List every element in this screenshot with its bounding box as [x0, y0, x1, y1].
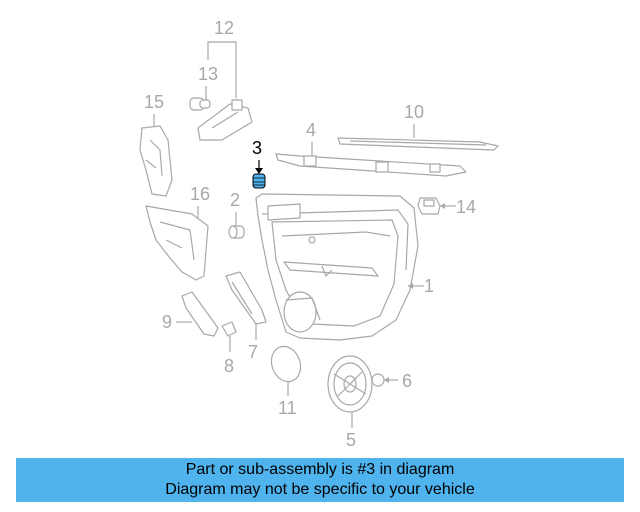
svg-text:4: 4 [306, 120, 316, 140]
callout-3: 3 [252, 138, 263, 174]
part-15-panel [139, 125, 173, 197]
callout-2: 2 [230, 190, 240, 226]
callout-12: 12 [207, 18, 237, 98]
parts-diagram: 12 13 15 16 2 [139, 18, 499, 450]
svg-text:16: 16 [190, 184, 210, 204]
callout-14: 14 [440, 197, 476, 217]
svg-text:7: 7 [248, 342, 258, 362]
svg-text:14: 14 [456, 197, 476, 217]
part-3-plug [252, 173, 266, 189]
svg-text:3: 3 [252, 138, 262, 158]
callout-11: 11 [278, 382, 297, 418]
part-6-grommet [371, 373, 385, 387]
part-4-strip [275, 153, 467, 177]
svg-text:10: 10 [404, 102, 424, 122]
part-2-bumper [228, 225, 245, 239]
callout-8: 8 [224, 336, 234, 376]
svg-text:15: 15 [144, 92, 164, 112]
part-13-clip [189, 97, 211, 111]
svg-text:1: 1 [424, 276, 434, 296]
svg-text:6: 6 [402, 371, 412, 391]
svg-text:8: 8 [224, 356, 234, 376]
part-16-insulator [145, 205, 209, 281]
banner-line-1: Part or sub-assembly is #3 in diagram [185, 461, 455, 478]
part-7-armrest [225, 271, 267, 325]
svg-text:2: 2 [230, 190, 240, 210]
svg-text:5: 5 [346, 430, 356, 450]
svg-text:11: 11 [278, 398, 297, 418]
svg-text:13: 13 [198, 64, 218, 84]
part-5-speaker [327, 355, 373, 413]
part-12-handle [197, 99, 253, 141]
callout-4: 4 [306, 120, 316, 160]
callout-7: 7 [248, 324, 258, 362]
callout-6: 6 [384, 371, 412, 391]
info-banner: Part or sub-assembly is #3 in diagram Di… [16, 458, 624, 502]
part-10-strip [337, 137, 499, 151]
callout-13: 13 [198, 64, 218, 100]
banner-line-2: Diagram may not be specific to your vehi… [165, 481, 475, 498]
callout-10: 10 [404, 102, 424, 138]
callout-5: 5 [346, 412, 356, 450]
callout-1: 1 [408, 276, 434, 296]
svg-text:9: 9 [162, 312, 172, 332]
part-1-door-panel [255, 193, 419, 341]
part-9-trim [181, 291, 219, 337]
part-8-clip [221, 321, 237, 337]
callout-9: 9 [162, 312, 192, 332]
part-11-grille [270, 345, 302, 383]
callout-15: 15 [144, 92, 164, 128]
svg-text:12: 12 [214, 18, 234, 38]
part-14-clip [417, 197, 441, 215]
